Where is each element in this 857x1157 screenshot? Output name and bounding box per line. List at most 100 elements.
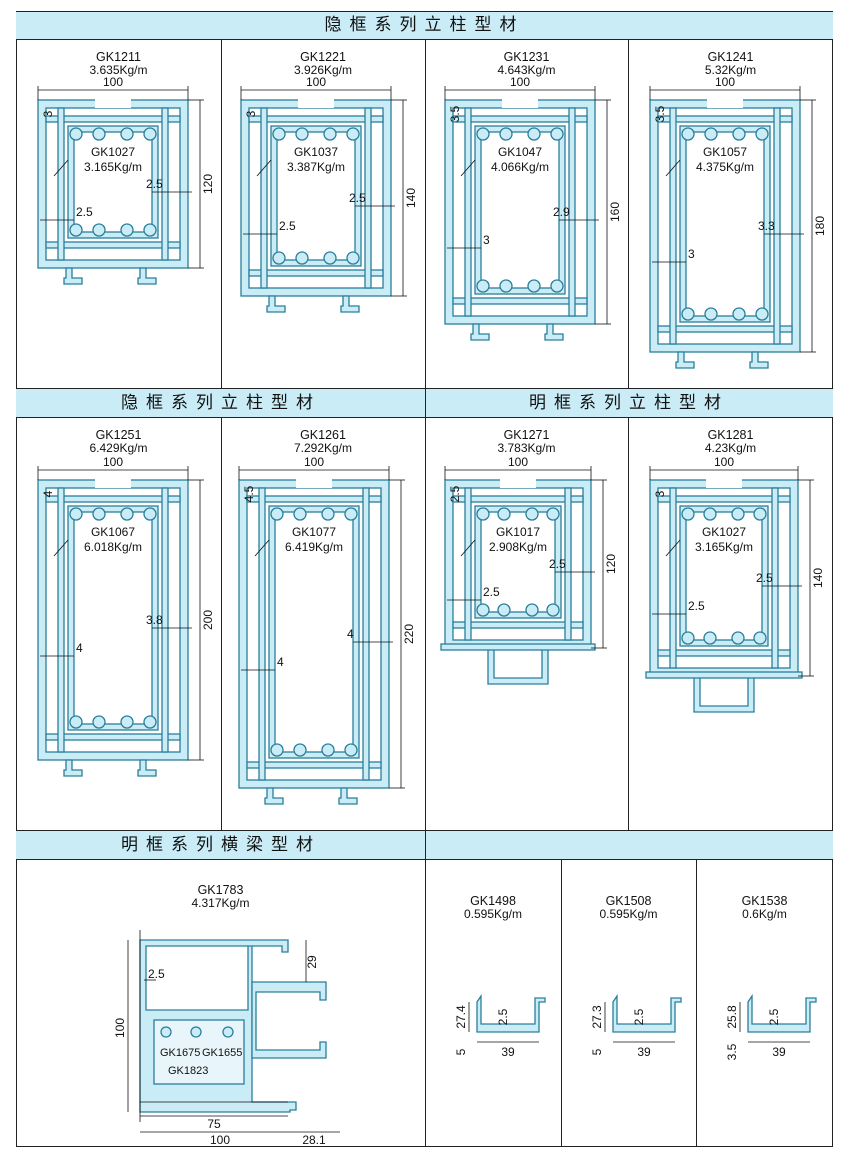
screw-port bbox=[321, 507, 335, 521]
beam-side-channel bbox=[251, 981, 327, 1059]
dim-outer-wall: 3.5 bbox=[448, 105, 462, 122]
screw-port bbox=[321, 743, 335, 757]
profile-mass: 0.595Kg/m bbox=[599, 907, 658, 921]
profile-code: GK1498 bbox=[470, 894, 516, 908]
inner-profile-code: GK1057 bbox=[703, 145, 747, 159]
dim-inner-wall: 3 bbox=[688, 247, 695, 261]
section-band-exposed-beam: 明框系列横梁型材 bbox=[16, 830, 426, 860]
dim-step: 5 bbox=[454, 1048, 468, 1055]
dim-side-wall: 3.8 bbox=[146, 613, 163, 627]
dim-side-wall: 2.9 bbox=[553, 205, 570, 219]
inner-profile-mass: 4.066Kg/m bbox=[491, 160, 549, 174]
screw-port bbox=[546, 507, 560, 521]
dim-width: 39 bbox=[501, 1045, 515, 1059]
profile-code: GK1251 bbox=[95, 428, 142, 442]
dim-side-wall: 2.5 bbox=[146, 177, 163, 191]
dim-beam-width: 100 bbox=[210, 1133, 230, 1147]
screw-port bbox=[92, 223, 106, 237]
profile-code: GK1281 bbox=[707, 428, 754, 442]
dim-inner-wall: 4 bbox=[76, 641, 83, 655]
dim-beam-height: 100 bbox=[113, 1018, 127, 1038]
profile-mass: 5.32Kg/m bbox=[704, 63, 757, 77]
dim-wall: 2.5 bbox=[767, 1008, 781, 1025]
grid-divider bbox=[221, 418, 222, 830]
screw-port bbox=[323, 251, 337, 265]
dim-side-wall: 2.5 bbox=[349, 191, 366, 205]
grid-divider bbox=[221, 40, 222, 388]
screw-port bbox=[476, 279, 490, 293]
screw-port bbox=[272, 127, 286, 141]
dim-wall: 2.5 bbox=[632, 1008, 646, 1025]
screw-port bbox=[346, 127, 360, 141]
profile-mass: 6.429Kg/m bbox=[89, 441, 148, 455]
inner-profile-code: GK1037 bbox=[294, 145, 338, 159]
profile-code: GK1261 bbox=[300, 428, 346, 442]
section-band-exposed-frame: 明框系列立柱型材 bbox=[425, 388, 833, 418]
inner-profile-code: GK1077 bbox=[292, 525, 336, 539]
beam-insert-label: GK1823 bbox=[168, 1065, 208, 1077]
glazing-tongue bbox=[693, 675, 755, 713]
screw-port bbox=[704, 307, 718, 321]
profile-code: GK1231 bbox=[503, 50, 550, 64]
profile-code: GK1211 bbox=[96, 50, 141, 64]
dim-height: 160 bbox=[608, 202, 622, 222]
inner-profile-mass: 3.387Kg/m bbox=[287, 160, 345, 174]
screw-port bbox=[753, 507, 767, 521]
screw-port bbox=[550, 127, 564, 141]
dim-beam-top: 29 bbox=[305, 955, 319, 969]
dim-height: 220 bbox=[402, 624, 416, 644]
grid-divider bbox=[561, 860, 562, 1147]
channel-section bbox=[747, 993, 817, 1033]
grid-divider bbox=[425, 40, 426, 1147]
screw-port bbox=[527, 279, 541, 293]
screw-port bbox=[120, 507, 134, 521]
screw-port bbox=[143, 715, 157, 729]
dim-step: 3.5 bbox=[725, 1043, 739, 1060]
screw-port bbox=[120, 715, 134, 729]
dim-outer-wall: 4.5 bbox=[242, 485, 256, 502]
screw-port bbox=[546, 603, 560, 617]
profile-mass: 3.635Kg/m bbox=[89, 63, 148, 77]
dim-width: 100 bbox=[304, 455, 324, 469]
channel-section bbox=[612, 993, 682, 1033]
dim-outer-wall: 3 bbox=[653, 490, 667, 497]
dim-width: 100 bbox=[510, 75, 530, 89]
dim-width: 100 bbox=[103, 455, 123, 469]
profile-mass: 0.6Kg/m bbox=[742, 907, 787, 921]
profile-code: GK1271 bbox=[503, 428, 550, 442]
screw-port bbox=[295, 127, 309, 141]
profile-code: GK1783 bbox=[197, 883, 244, 897]
screw-port bbox=[69, 507, 83, 521]
dim-width: 39 bbox=[772, 1045, 786, 1059]
dim-inner-wall: 2.5 bbox=[76, 205, 93, 219]
screw-port bbox=[92, 127, 106, 141]
dim-width: 100 bbox=[306, 75, 326, 89]
grid-divider bbox=[628, 40, 629, 388]
dim-width: 100 bbox=[714, 455, 734, 469]
screw-port bbox=[92, 715, 106, 729]
profile-mass: 4.23Kg/m bbox=[704, 441, 757, 455]
dim-inner-wall: 4 bbox=[277, 655, 284, 669]
dim-beam-lip: 28.1 bbox=[302, 1133, 326, 1147]
screw-port bbox=[732, 307, 746, 321]
inner-profile-code: GK1067 bbox=[91, 525, 135, 539]
inner-profile-code: GK1027 bbox=[91, 145, 135, 159]
inner-profile-code: GK1047 bbox=[498, 145, 542, 159]
beam-insert-label: GK1655 bbox=[202, 1047, 242, 1059]
beam-profile-drawing: 100 29 2.5 75 100 28.1 GK1675 GK1655 GK1… bbox=[113, 930, 340, 1147]
screw-port bbox=[732, 127, 746, 141]
dim-side-wall: 2.5 bbox=[756, 571, 773, 585]
screw-port bbox=[681, 631, 695, 645]
screw-port bbox=[323, 127, 337, 141]
